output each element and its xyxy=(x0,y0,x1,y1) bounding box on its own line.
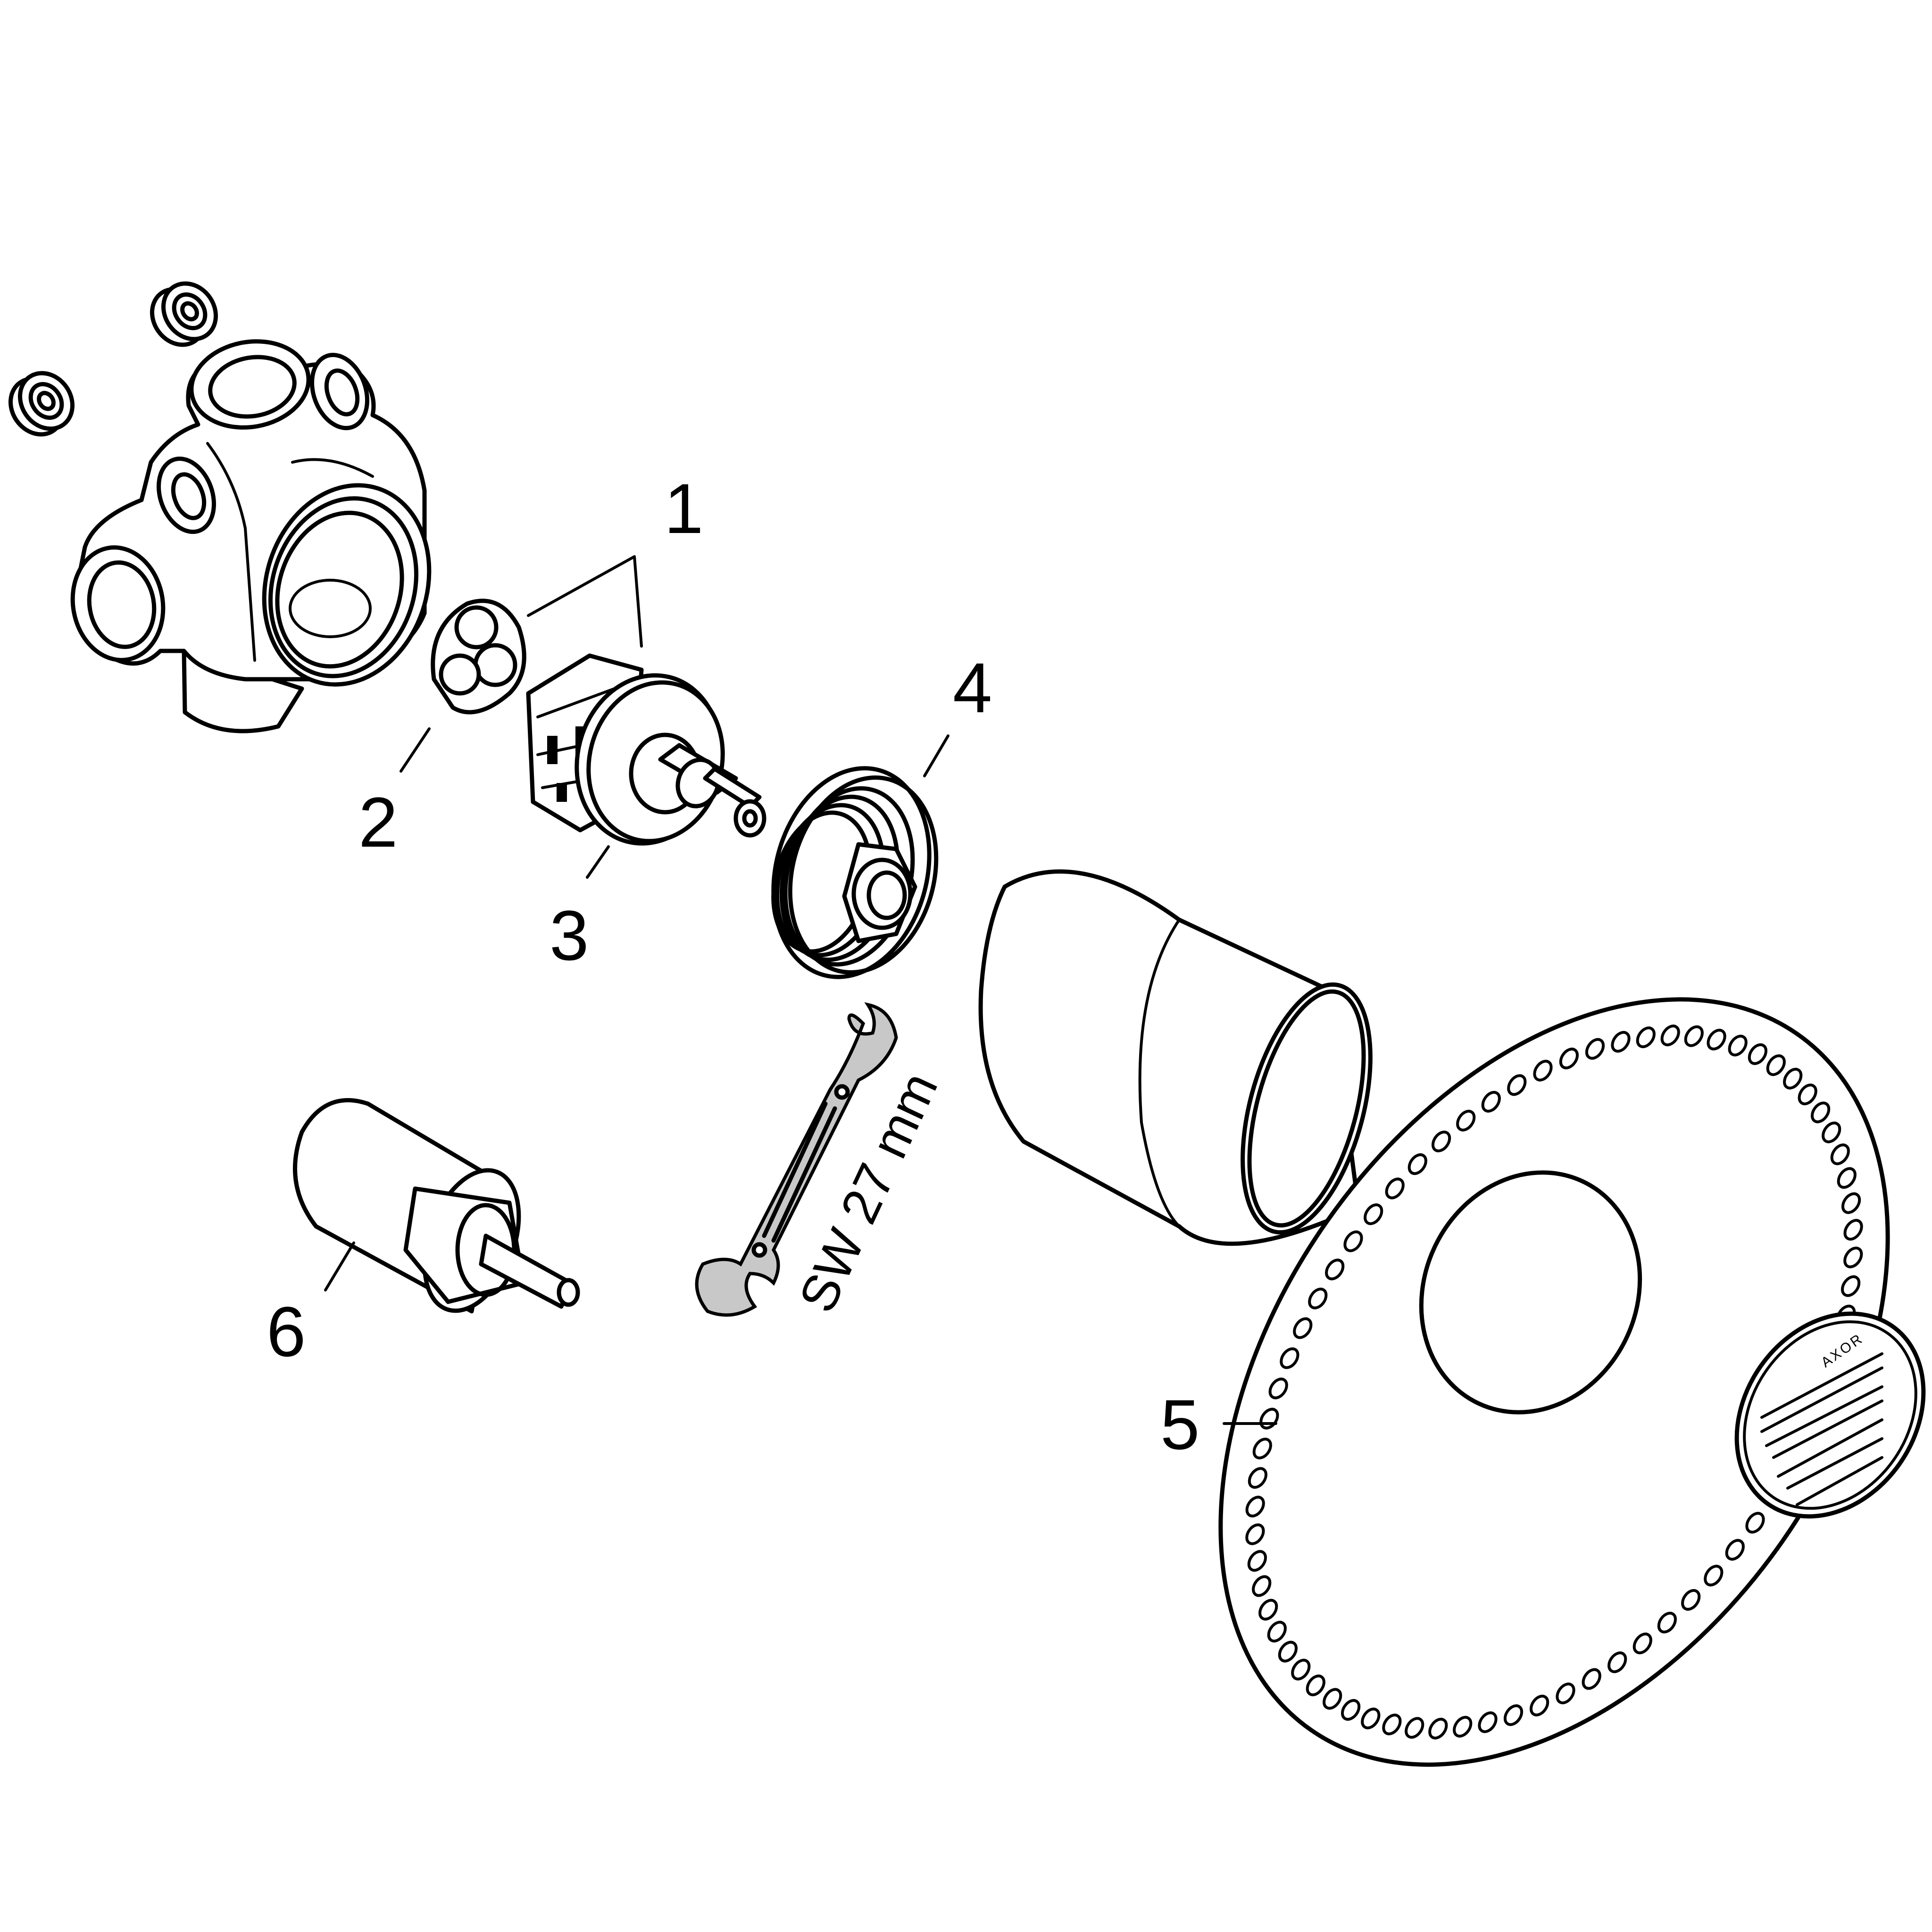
escutcheon-hole xyxy=(1745,1512,1765,1534)
escutcheon-hole xyxy=(1582,1668,1601,1690)
escutcheon-hole xyxy=(1632,1632,1652,1655)
escutcheon-hole xyxy=(1660,1024,1680,1047)
escutcheon-hole xyxy=(1725,1539,1745,1561)
wrench-icon xyxy=(695,1002,898,1317)
plug-top-icon xyxy=(150,281,218,347)
escutcheon-hole xyxy=(1385,1177,1405,1199)
escutcheon-hole xyxy=(1585,1038,1605,1060)
escutcheon-hole xyxy=(1267,1621,1287,1643)
escutcheon-hole xyxy=(1843,1246,1863,1268)
escutcheon-hole xyxy=(1607,1651,1627,1674)
escutcheon-hole xyxy=(1728,1034,1748,1057)
escutcheon-hole xyxy=(1245,1496,1265,1518)
escutcheon-hole xyxy=(1343,1230,1363,1252)
escutcheon-hole xyxy=(1252,1575,1272,1597)
escutcheon-hole xyxy=(1529,1694,1549,1716)
callout-4: 4 xyxy=(953,648,992,727)
escutcheon-hole xyxy=(1657,1612,1677,1633)
escutcheon-hole xyxy=(1766,1054,1786,1076)
wrench-size-label: SW 27 mm xyxy=(788,1064,949,1321)
escutcheon-hole xyxy=(1245,1523,1265,1545)
escutcheon-hole xyxy=(1248,1467,1268,1489)
seal-icon xyxy=(431,599,526,715)
escutcheon-hole xyxy=(1361,1707,1381,1730)
escutcheon-hole xyxy=(1280,1347,1299,1369)
escutcheon-hole xyxy=(1364,1203,1383,1225)
escutcheon-hole xyxy=(1611,1031,1631,1053)
escutcheon-hole xyxy=(1341,1699,1361,1721)
escutcheon-hole xyxy=(1478,1711,1498,1733)
escutcheon-hole xyxy=(1405,1717,1424,1739)
escutcheon-hole xyxy=(1840,1275,1861,1297)
escutcheon-hole xyxy=(1704,1565,1724,1587)
escutcheon-hole xyxy=(1306,1674,1325,1697)
escutcheon-hole xyxy=(1456,1109,1476,1132)
sleeve-icon xyxy=(978,869,1373,1246)
escutcheon-hole xyxy=(1681,1589,1701,1611)
escutcheon-hole xyxy=(1481,1091,1501,1113)
callout-3: 3 xyxy=(550,896,589,975)
escutcheon-hole xyxy=(1258,1599,1278,1621)
brand-sticker-icon: AXOR xyxy=(1734,1311,1926,1519)
escutcheon-hole xyxy=(1810,1101,1831,1124)
callout-6: 6 xyxy=(266,1292,306,1371)
escutcheon-hole xyxy=(1278,1641,1298,1663)
cartridge-icon xyxy=(526,653,766,846)
escutcheon-hole xyxy=(1830,1143,1850,1166)
callout-1: 1 xyxy=(664,469,703,548)
escutcheon-hole xyxy=(1559,1048,1579,1070)
escutcheon-hole xyxy=(1841,1192,1861,1214)
escutcheon-hole xyxy=(1684,1025,1704,1047)
callout-2: 2 xyxy=(358,783,398,862)
escutcheon-hole xyxy=(1431,1131,1451,1152)
escutcheon-hole xyxy=(1533,1059,1553,1082)
escutcheon-hole xyxy=(1291,1658,1311,1681)
escutcheon-hole xyxy=(1507,1074,1527,1096)
escutcheon-hole xyxy=(1407,1153,1427,1175)
escutcheon-hole xyxy=(1428,1717,1448,1740)
escutcheon-hole xyxy=(1843,1219,1863,1241)
extension-icon xyxy=(293,1098,580,1314)
nut-icon xyxy=(771,766,939,979)
plug-left-icon xyxy=(8,371,75,437)
escutcheon-hole xyxy=(1707,1029,1726,1050)
escutcheon-hole xyxy=(1556,1682,1575,1705)
escutcheon-hole xyxy=(1453,1715,1473,1738)
callout-5: 5 xyxy=(1160,1385,1199,1464)
escutcheon-hole xyxy=(1252,1438,1272,1459)
escutcheon-hole xyxy=(1837,1167,1857,1189)
escutcheon-hole xyxy=(1293,1317,1313,1339)
escutcheon-hole xyxy=(1382,1714,1402,1735)
escutcheon-hole xyxy=(1636,1026,1656,1049)
escutcheon-holes xyxy=(1245,1024,1863,1740)
escutcheon-hole xyxy=(1268,1377,1288,1399)
escutcheon-hole xyxy=(1822,1121,1841,1143)
escutcheon-icon xyxy=(1218,997,1890,1767)
escutcheon-hole xyxy=(1308,1287,1328,1309)
escutcheon-hole xyxy=(1748,1043,1768,1065)
escutcheon-hole xyxy=(1783,1067,1803,1090)
escutcheon-hole xyxy=(1323,1688,1342,1710)
escutcheon-hole xyxy=(1325,1258,1345,1281)
escutcheon-hole xyxy=(1798,1083,1817,1106)
valve-body-icon xyxy=(70,339,432,733)
leader-lines xyxy=(324,555,1277,1425)
escutcheon-hole xyxy=(1247,1550,1267,1572)
escutcheon-hole xyxy=(1503,1704,1524,1726)
